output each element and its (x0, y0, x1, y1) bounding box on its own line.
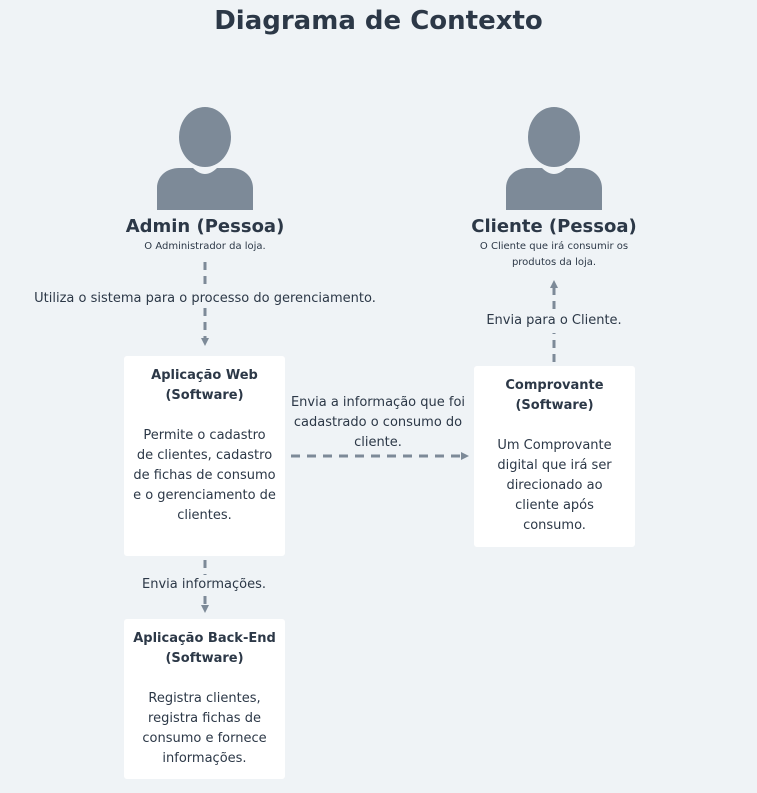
cliente-name: Cliente (Pessoa) (471, 216, 637, 237)
backend-title: Aplicação Back-End (Software) (133, 631, 276, 666)
web-app-description: Permite o cadastro de clientes, cadastro… (133, 428, 276, 523)
person-icon (157, 107, 253, 210)
comprovante-description: Um Comprovante digital que irá ser direc… (497, 438, 612, 533)
comprovante-title: Comprovante (Software) (505, 378, 604, 413)
label-comprovante-cliente: Envia para o Cliente. (486, 313, 622, 328)
cliente-person: Cliente (Pessoa) O Cliente que irá consu… (454, 106, 654, 271)
admin-name: Admin (Pessoa) (125, 216, 285, 237)
backend-box: Aplicação Back-End (Software) Registra c… (124, 619, 285, 779)
backend-description: Registra clientes, registra fichas de co… (142, 691, 267, 766)
cliente-description: O Cliente que irá consumir os produtos d… (479, 241, 629, 268)
label-admin-web: Utiliza o sistema para o processo do ger… (34, 291, 376, 306)
comprovante-box: Comprovante (Software) Um Comprovante di… (474, 366, 635, 547)
label-web-backend: Envia informações. (142, 577, 266, 592)
diagram-title: Diagrama de Contexto (214, 6, 543, 36)
person-icon (506, 107, 602, 210)
admin-description: O Administrador da loja. (144, 241, 266, 252)
web-app-title: Aplicação Web (Software) (151, 368, 258, 403)
web-app-box: Aplicação Web (Software) Permite o cadas… (124, 356, 285, 556)
label-web-comprovante: Envia a informação que foi cadastrado o … (290, 395, 466, 450)
admin-person: Admin (Pessoa) O Administrador da loja. (105, 106, 305, 255)
